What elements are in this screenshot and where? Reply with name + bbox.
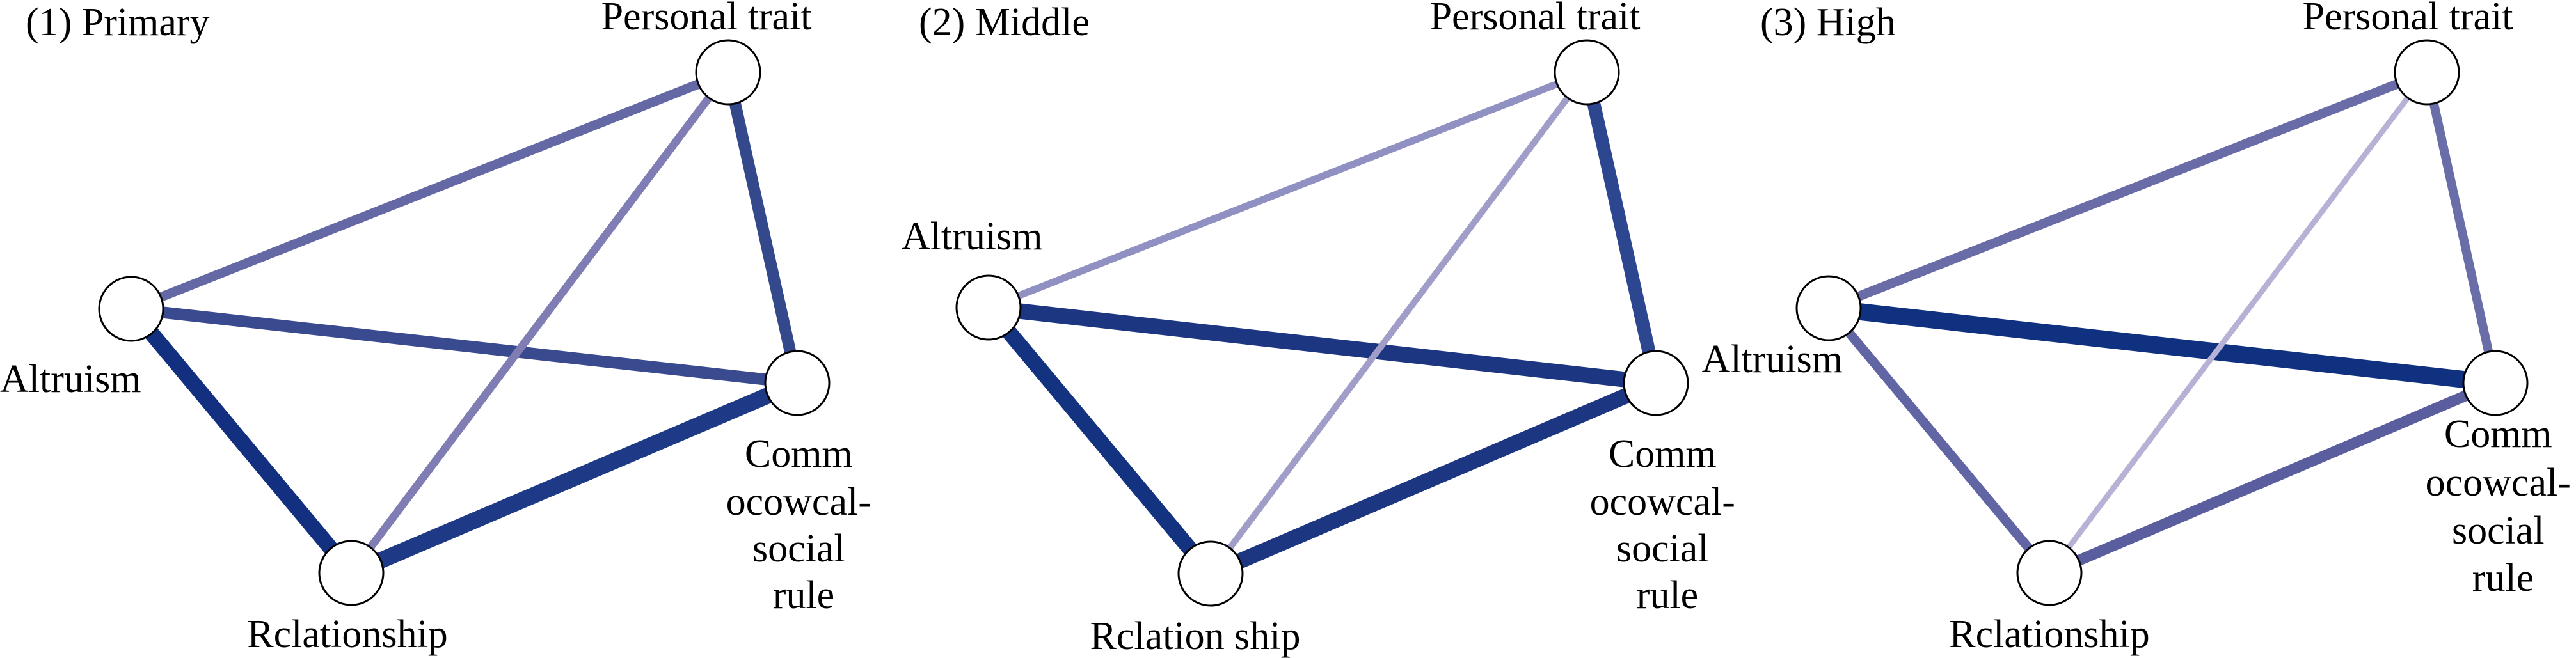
edge-personal-trait-comm-rule bbox=[2422, 71, 2500, 384]
node-personal-trait bbox=[695, 39, 761, 106]
edge-altruism-comm-rule bbox=[987, 299, 1657, 391]
node-altruism bbox=[955, 274, 1022, 341]
label-line: rule bbox=[2472, 556, 2534, 600]
node-relationship bbox=[2016, 540, 2083, 606]
edges bbox=[982, 68, 1663, 581]
panel-high: (3) High Personal trait Altruism Comm oc… bbox=[1702, 0, 2576, 656]
edge-altruism-comm-rule bbox=[130, 302, 799, 389]
node-relationship bbox=[318, 540, 385, 606]
label-line: social bbox=[752, 527, 845, 570]
label-line: rule bbox=[773, 574, 834, 617]
label-relationship: Rclationship bbox=[1949, 613, 2149, 656]
edge-altruism-personal-trait bbox=[987, 68, 1589, 311]
node-comm-rule bbox=[1623, 350, 1689, 416]
label-line: social bbox=[1616, 527, 1709, 570]
edge-altruism-relationship bbox=[982, 302, 1217, 579]
edge-altruism-relationship bbox=[1825, 305, 2053, 576]
node-altruism bbox=[1795, 275, 1862, 341]
edge-comm-rule-relationship bbox=[2047, 378, 2498, 578]
label-personal-trait: Personal trait bbox=[1430, 0, 1641, 38]
label-relationship: Rclation ship bbox=[1090, 615, 1301, 658]
edge-comm-rule-relationship bbox=[1207, 375, 1659, 581]
label-relationship: Rclationship bbox=[247, 613, 447, 656]
label-line: Comm bbox=[2444, 412, 2552, 456]
node-comm-rule bbox=[764, 350, 831, 416]
edge-altruism-comm-rule bbox=[1827, 299, 2497, 392]
edge-personal-trait-relationship bbox=[1208, 70, 1589, 576]
panel-title: (2) Middle bbox=[919, 1, 1090, 44]
panel-middle: (2) Middle Personal trait Altruism Comm … bbox=[902, 0, 1745, 658]
label-line: rule bbox=[1637, 574, 1698, 617]
node-personal-trait bbox=[2394, 39, 2460, 106]
label-personal-trait: Personal trait bbox=[2303, 0, 2513, 38]
label-comm-rule: Comm ocowcal- social rule bbox=[726, 432, 882, 617]
node-personal-trait bbox=[1554, 39, 1620, 106]
nodes bbox=[1795, 39, 2529, 606]
node-altruism bbox=[98, 276, 164, 342]
panel-title: (3) High bbox=[1760, 1, 1896, 44]
panel-primary: (1) Primary Personal trait Altruism Comm… bbox=[0, 0, 882, 656]
edge-altruism-personal-trait bbox=[1827, 68, 2429, 313]
edge-personal-trait-comm-rule bbox=[1580, 70, 1663, 385]
node-comm-rule bbox=[2462, 350, 2529, 416]
label-line: ocowcal- bbox=[1590, 480, 1735, 524]
label-altruism: Altruism bbox=[902, 215, 1042, 258]
label-line: ocowcal- bbox=[2426, 461, 2571, 505]
nodes bbox=[98, 39, 831, 606]
label-line: Comm bbox=[745, 432, 853, 476]
label-line: Comm bbox=[1609, 432, 1717, 476]
label-altruism: Altruism bbox=[0, 357, 141, 401]
label-line: ocowcal- bbox=[726, 480, 871, 524]
label-personal-trait: Personal trait bbox=[601, 0, 812, 38]
node-relationship bbox=[1177, 540, 1244, 607]
edge-personal-trait-comm-rule bbox=[722, 71, 803, 384]
edge-personal-trait-relationship bbox=[2047, 70, 2429, 575]
edge-altruism-personal-trait bbox=[129, 68, 730, 313]
edge-personal-trait-relationship bbox=[348, 70, 731, 576]
edge-altruism-relationship bbox=[125, 304, 358, 578]
label-line: social bbox=[2452, 509, 2545, 552]
panel-title: (1) Primary bbox=[26, 1, 210, 44]
edges bbox=[125, 68, 803, 581]
label-comm-rule: Comm ocowcal- social rule bbox=[2426, 412, 2576, 600]
label-altruism: Altruism bbox=[1702, 338, 1843, 381]
nodes bbox=[955, 39, 1689, 607]
label-comm-rule: Comm ocowcal- social rule bbox=[1590, 432, 1745, 617]
edge-comm-rule-relationship bbox=[347, 375, 801, 581]
edges bbox=[1825, 68, 2500, 578]
